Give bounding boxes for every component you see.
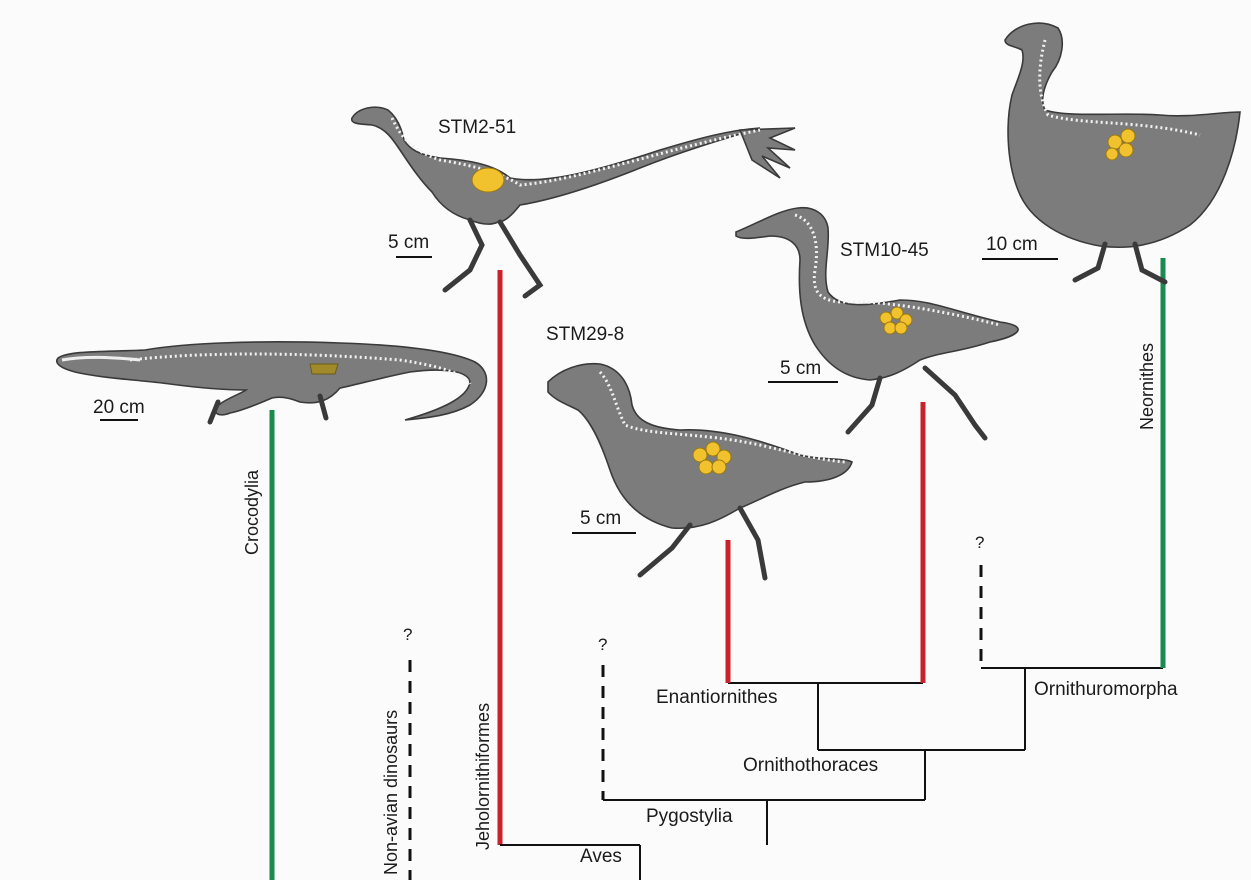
label-crocodylia: Crocodylia bbox=[242, 469, 262, 555]
specimen-label-stm29-8: STM29-8 bbox=[546, 324, 624, 345]
label-non-avian-dinosaurs: Non-avian dinosaurs bbox=[381, 710, 401, 875]
ornithuromorpha-unknown-mark: ? bbox=[975, 533, 984, 552]
scale-label-stm29-8: 5 cm bbox=[580, 508, 621, 529]
crocodile-silhouette: 20 cm bbox=[56, 341, 488, 425]
label-enantiornithes: Enantiornithes bbox=[656, 687, 777, 708]
non-avian-unknown-mark: ? bbox=[403, 625, 412, 644]
label-aves: Aves bbox=[580, 846, 622, 867]
pygostylia-unknown-mark: ? bbox=[598, 635, 607, 654]
neornithes-gastroliths bbox=[1105, 128, 1136, 161]
stm2-51-silhouette: STM2-51 5 cm bbox=[350, 106, 796, 299]
stm29-8-silhouette: STM29-8 5 cm bbox=[546, 324, 853, 581]
scale-label-stm10-45: 5 cm bbox=[780, 358, 821, 379]
scale-label-stm2-51: 5 cm bbox=[388, 232, 429, 253]
stm29-8-gastroliths bbox=[692, 441, 732, 475]
label-pygostylia: Pygostylia bbox=[646, 806, 733, 827]
clade-labels: Crocodylia Non-avian dinosaurs Jeholorni… bbox=[242, 343, 1178, 875]
phylogenetic-tree: ? ? ? bbox=[269, 258, 1166, 880]
stm10-45-silhouette: STM10-45 5 cm bbox=[735, 206, 1019, 441]
label-ornithuromorpha: Ornithuromorpha bbox=[1034, 679, 1178, 700]
specimen-label-stm10-45: STM10-45 bbox=[840, 240, 929, 261]
label-neornithes: Neornithes bbox=[1137, 343, 1157, 430]
neornithes-silhouette: 10 cm bbox=[982, 22, 1241, 285]
stm10-45-gastroliths bbox=[879, 306, 913, 335]
label-ornithothoraces: Ornithothoraces bbox=[743, 755, 878, 776]
scale-label-croc: 20 cm bbox=[93, 397, 145, 418]
label-jeholornithiformes: Jeholornithiformes bbox=[473, 703, 493, 850]
scale-label-neornithes: 10 cm bbox=[986, 234, 1038, 255]
specimen-label-stm2-51: STM2-51 bbox=[438, 117, 516, 138]
stm2-51-gastroliths bbox=[471, 167, 505, 193]
